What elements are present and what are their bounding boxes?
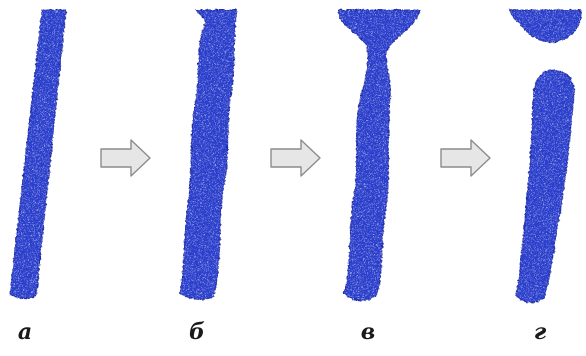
right-arrow-icon bbox=[100, 139, 151, 177]
arrow-3 bbox=[440, 139, 491, 177]
panel-label-a: а bbox=[17, 319, 33, 345]
panel-a-wire bbox=[9, 9, 67, 300]
right-arrow-icon bbox=[440, 139, 491, 177]
nanowire-b bbox=[179, 9, 238, 300]
nanowire-a bbox=[9, 9, 67, 300]
nanowire-d-lower-fragment bbox=[515, 69, 575, 303]
panel-label-b: б bbox=[189, 319, 205, 345]
arrow-1 bbox=[100, 139, 151, 177]
right-arrow-icon bbox=[270, 139, 321, 177]
panel-c-wire bbox=[337, 9, 421, 301]
panel-label-c: в bbox=[360, 319, 376, 345]
panel-d-wire bbox=[509, 9, 582, 303]
panel-b-wire bbox=[179, 9, 238, 300]
nanowire-c bbox=[337, 9, 421, 301]
nanowire-d-upper-fragment bbox=[509, 9, 582, 43]
panel-label-d: г bbox=[533, 319, 547, 345]
arrow-2 bbox=[270, 139, 321, 177]
